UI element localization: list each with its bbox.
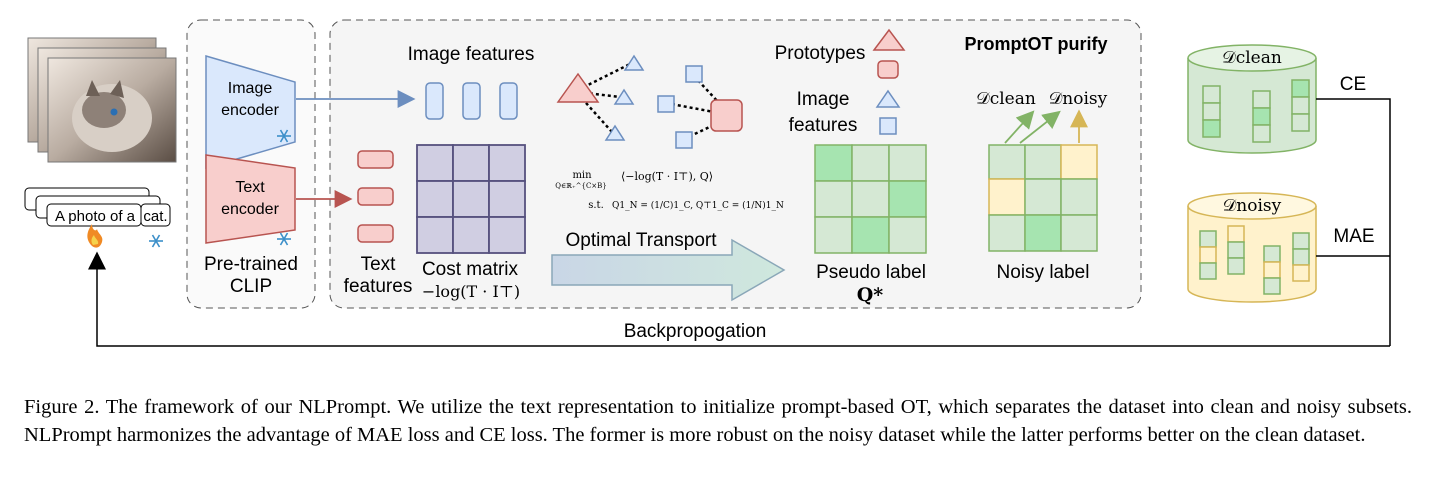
promptot-frame [329,19,1142,309]
cost-matrix [416,144,526,254]
ot-constraint: Q1_N = (1/C)1_C, Q⊤1_C = (1/N)1_N [612,201,784,211]
pseudo-label-label: Pseudo label [816,262,926,283]
ce-loss-label: CE [1339,74,1367,95]
noisy-dataset-label: 𝒟noisy [1222,196,1282,216]
prompt-stack [24,187,171,227]
ot-domain: Q∈ℝ₊^{C×B} [555,182,607,190]
image-encoder [205,54,296,170]
cost-formula: −log(T · I⊤) [421,282,521,301]
ot-st: s.t. [588,200,604,211]
framework-diagram: A photo of a cat. Image encoder Text enc… [24,19,1391,347]
noisy-label-label: Noisy label [996,262,1090,283]
purify-d-clean: 𝒟clean [976,89,1036,109]
prompt-text-right: cat. [143,208,168,225]
purify-d-noisy: 𝒟noisy [1048,89,1108,109]
purify-legend-icons [872,28,906,135]
text-feature-tokens [357,150,394,243]
prototype-cluster [556,54,743,149]
image-feature-tokens [425,82,518,120]
fire-icon [87,224,103,248]
figure-caption: Figure 2. The framework of our NLPrompt.… [24,396,1412,446]
ot-min: min [572,170,592,181]
snowflake-icon [149,129,291,248]
noisy-label-grid [988,144,1098,252]
image-features-label: Image features [407,44,535,65]
clean-dataset-cylinder [1187,44,1317,154]
clean-split-arrow-2 [1019,110,1061,144]
clean-split-arrow [1004,110,1035,144]
purify-image-features-label: Image features [788,89,858,136]
cost-matrix-label: Cost matrix [421,259,519,280]
diagram-canvas [24,19,1391,347]
mae-loss-label: MAE [1333,226,1375,247]
text-encoder-label: Text encoder [221,179,279,218]
input-image-stack [27,37,177,163]
noisy-dataset-cylinder [1187,192,1317,303]
prompt-text-left: A photo of a [54,208,136,225]
backpropagation-label: Backpropogation [623,321,767,342]
prototypes-label: Prototypes [774,43,866,64]
optimal-transport-label: Optimal Transport [565,230,717,251]
pseudo-label-symbol: Q* [856,284,884,306]
image-encoder-label: Image encoder [221,80,279,119]
text-features-label: Text features [343,254,413,297]
pseudo-label-grid [814,144,927,254]
promptot-purify-title: PromptOT purify [964,34,1108,54]
pretrained-clip-label: Pre-trained CLIP [204,254,298,297]
text-encoder [205,154,296,244]
loss-connectors [88,98,1391,347]
clean-dataset-label: 𝒟clean [1222,48,1282,68]
ot-objective: ⟨−log(T · I⊤), Q⟩ [620,170,714,183]
optimal-transport-arrow [551,238,786,302]
